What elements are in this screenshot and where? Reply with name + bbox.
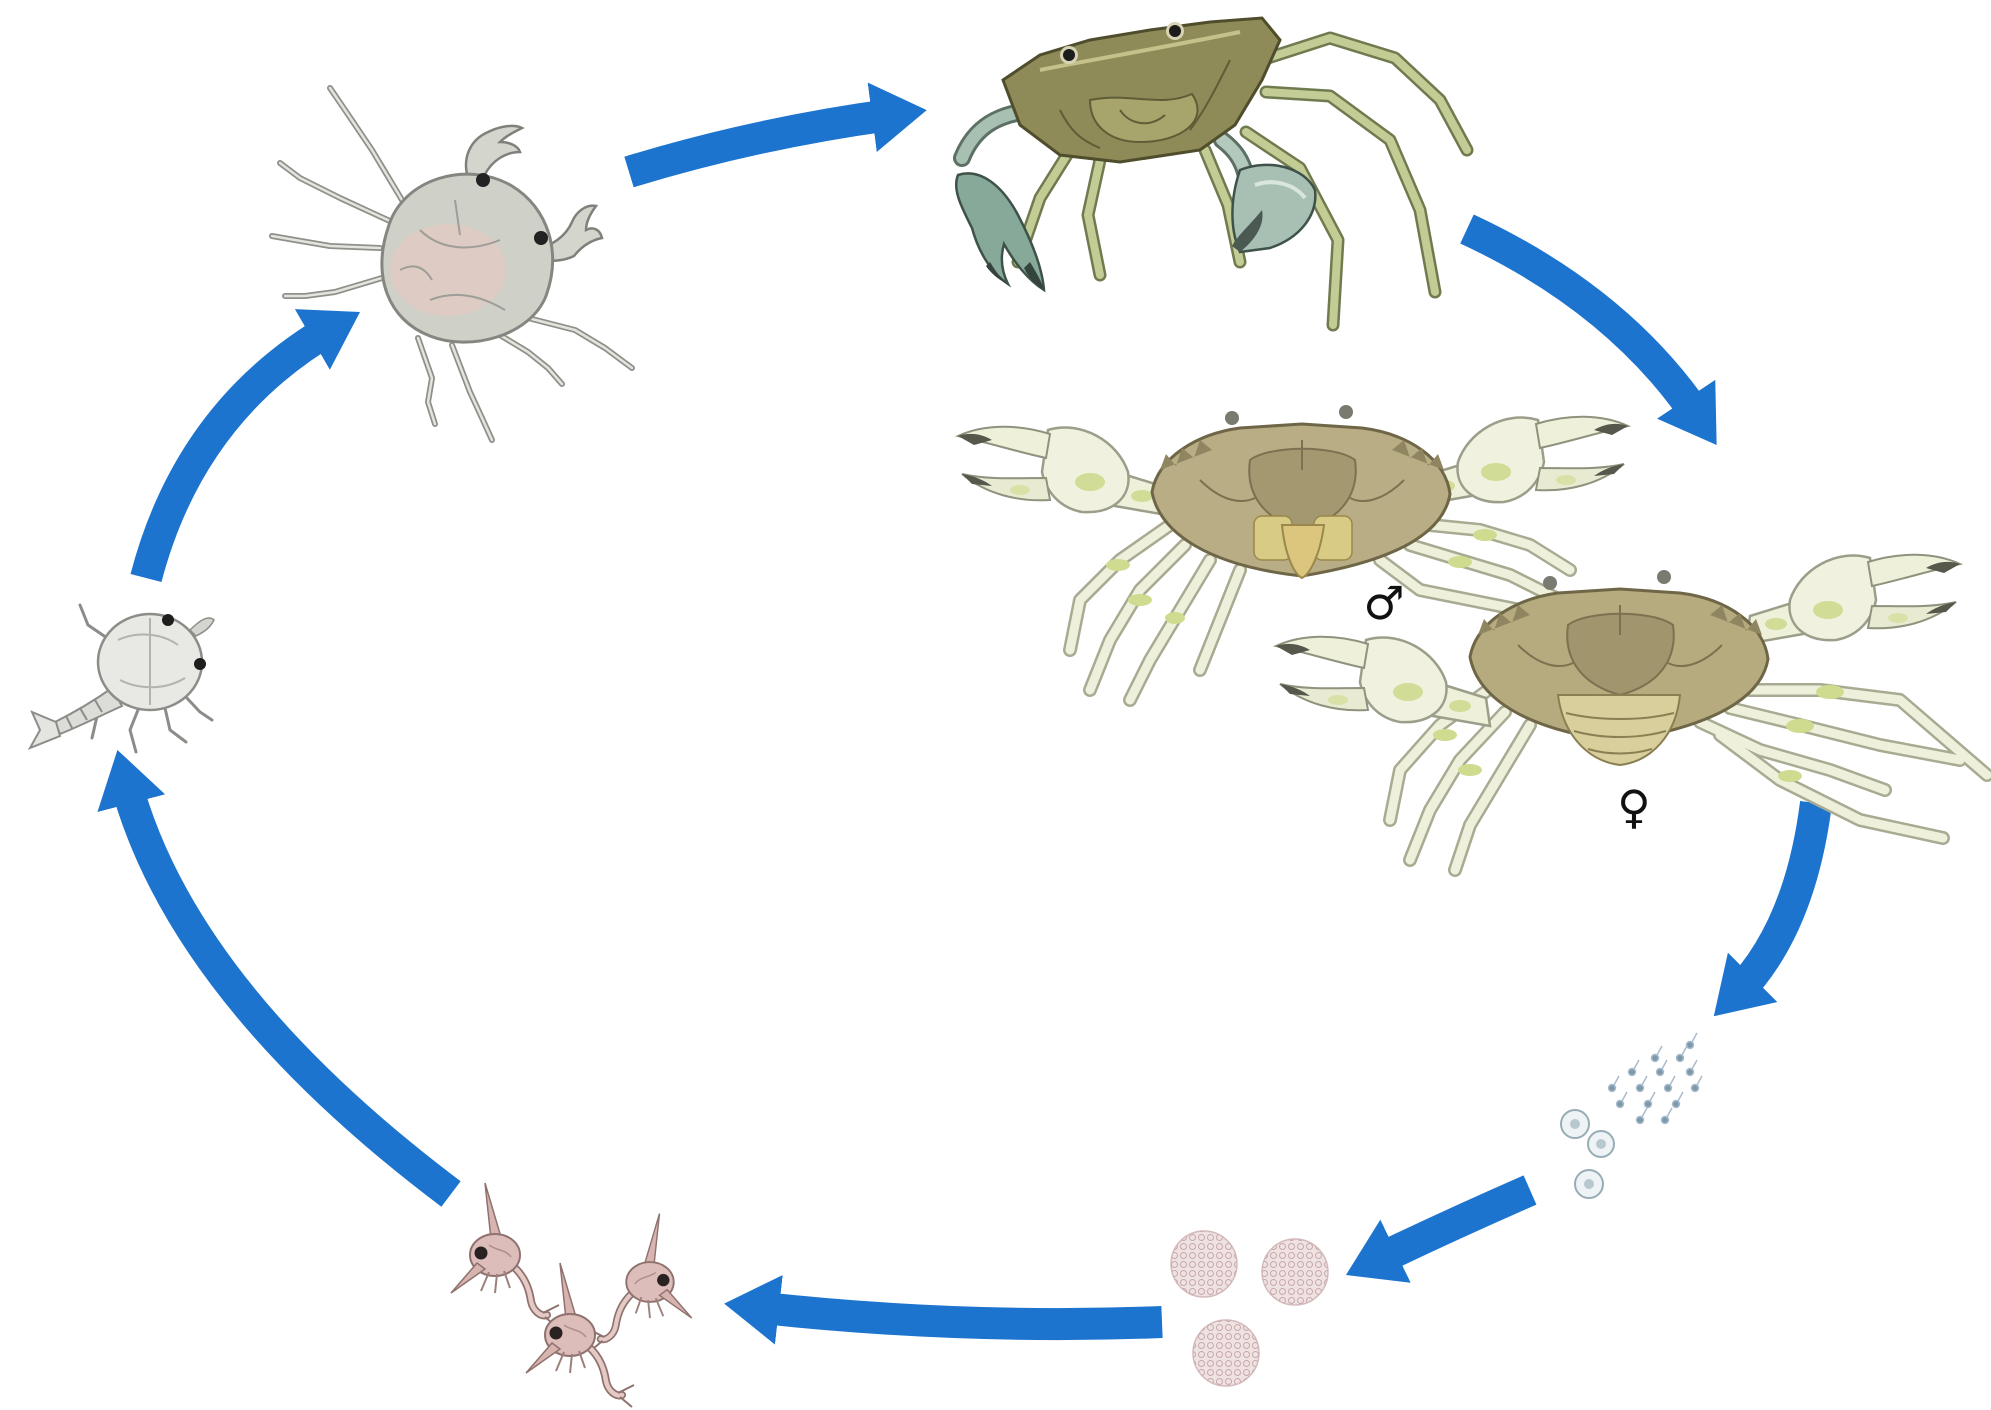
male-crab-eye [1225, 411, 1239, 425]
adult-crab-icon [956, 18, 1467, 325]
arrow-zoea-to-megalopa [125, 779, 451, 1194]
female-crab-left-claw [1276, 637, 1490, 726]
female-crab-eye [1543, 576, 1557, 590]
adult-crab-right-claw [1232, 165, 1315, 252]
megalopa-eye [162, 614, 174, 626]
arrow-adult-to-mating [1467, 229, 1700, 420]
megalopa-larva-icon [30, 605, 214, 752]
female-crab-abdomen [1558, 695, 1680, 765]
sperm-cells [1609, 1033, 1703, 1124]
zoea-larva [451, 1183, 559, 1327]
female-crab-right-claw [1746, 555, 1960, 644]
male-crab-left-claw [958, 427, 1172, 516]
arrow-mating-to-spawning [1735, 803, 1816, 995]
female-symbol: ♀ [1617, 780, 1651, 834]
juvenile-crab-eye [534, 231, 548, 245]
fertilized-eggs [1561, 1110, 1614, 1198]
male-crab-eye [1339, 405, 1353, 419]
zoea-larva [526, 1263, 634, 1407]
sperm-and-egg-icon [1561, 1033, 1702, 1198]
arrow-megalopa-to-juvenile [146, 327, 334, 578]
arrow-juvenile-to-adult [629, 114, 897, 172]
female-crab-eye [1657, 570, 1671, 584]
male-symbol: ♂ [1363, 576, 1404, 630]
megalopa-eye [194, 658, 206, 670]
zoea-larva [589, 1214, 692, 1351]
juvenile-crab-icon [272, 88, 632, 440]
zoea-larvae-icon [451, 1183, 692, 1407]
arrow-eggs-to-zoea [754, 1307, 1162, 1324]
arrow-spawning-to-eggs [1373, 1190, 1530, 1262]
juvenile-crab-eye [476, 173, 490, 187]
egg-cluster-icon [1171, 1231, 1328, 1386]
